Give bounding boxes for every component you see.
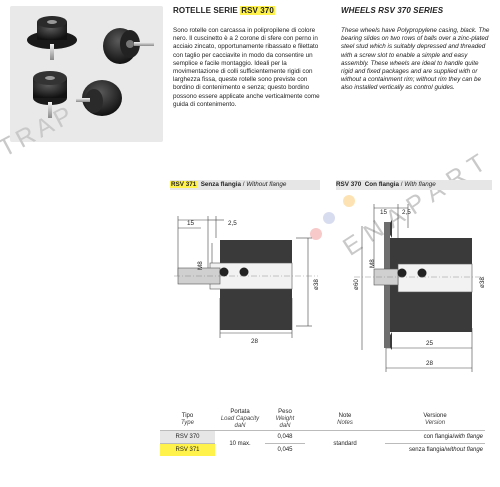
right-dim-length: 28: [426, 360, 434, 367]
section-rsv371-code: RSV 371: [170, 181, 198, 188]
description-it: Sono rotelle con carcassa in polipropile…: [173, 27, 320, 108]
product-photo: [10, 6, 163, 142]
row2-version-en: without flange: [445, 447, 483, 453]
col-load-unit: daN: [234, 423, 246, 429]
row1-version: con flangia/with flange: [385, 430, 485, 444]
title-en: WHEELS RSV 370 SERIES: [341, 6, 444, 15]
right-dim-outer-diameter: ø60: [353, 279, 360, 290]
right-dim-diameter: ø38: [479, 277, 486, 288]
drawing-rsv370: 15 2,5 M8 ø60 ø38 25 28: [353, 204, 486, 372]
right-dim-a: 15: [380, 209, 388, 216]
row2-version: senza flangia/without flange: [385, 443, 485, 456]
col-notes-en: Notes: [337, 419, 353, 426]
table-row: RSV 371 0,045 senza flangia/without flan…: [160, 443, 485, 456]
section-header-rsv371: RSV 371 Senza flangia / Without flange: [170, 180, 320, 190]
left-dim-diameter: ø38: [313, 279, 320, 290]
description-en: These wheels have Polypropylene casing, …: [341, 27, 490, 92]
title-it: ROTELLE SERIE RSV 370: [173, 6, 275, 15]
row1-weight: 0,048: [265, 430, 305, 444]
wheels-photo-illustration: [27, 16, 154, 118]
left-dim-b: 2,5: [228, 220, 237, 227]
col-load-it: Portata: [230, 409, 250, 415]
row1-version-en: with flange: [454, 434, 483, 440]
watermark-dot-red: [310, 228, 322, 240]
row1-version-it: con flangia: [423, 434, 453, 440]
col-version-en: Version: [424, 419, 446, 426]
col-type-en: Type: [181, 419, 194, 426]
watermark-dot-orange: [343, 195, 355, 207]
col-type-it: Tipo: [181, 412, 194, 419]
right-dim-inner-length: 25: [426, 340, 434, 347]
right-dim-b: 2,5: [402, 209, 411, 216]
section-rsv371-en: Without flange: [246, 181, 287, 188]
row2-weight: 0,045: [265, 443, 305, 456]
col-weight-unit: daN: [279, 423, 291, 429]
col-load-en: Load Capacity: [220, 416, 260, 422]
table-row: RSV 370 10 max. 0,048 standard con flang…: [160, 430, 485, 456]
col-notes-it: Note: [338, 412, 352, 419]
row-notes: standard: [305, 430, 385, 456]
watermark-dot-blue: [323, 212, 335, 224]
row1-type: RSV 370: [160, 430, 215, 444]
row2-type: RSV 371: [160, 443, 215, 456]
section-header-rsv370: RSV 370 Con flangia / With flange: [336, 180, 492, 190]
section-rsv371-it: Senza flangia: [200, 181, 241, 188]
right-dim-thread: M8: [369, 259, 376, 268]
left-dim-thread: M8: [197, 261, 204, 270]
col-version-it: Versione: [423, 412, 447, 419]
section-rsv370-code: RSV 370: [336, 181, 362, 188]
title-it-prefix: ROTELLE SERIE: [173, 6, 241, 15]
title-it-code: RSV 370: [240, 6, 275, 15]
col-weight-it: Peso: [278, 409, 292, 415]
row-load: 10 max.: [215, 430, 265, 456]
left-dim-length: 28: [251, 338, 259, 345]
section-rsv370-en: With flange: [404, 181, 436, 188]
col-weight-en: Weight: [275, 416, 295, 422]
left-dim-a: 15: [187, 220, 195, 227]
section-rsv370-it: Con flangia: [364, 181, 399, 188]
drawing-rsv371: 15 2,5 M8 ø38 28: [174, 216, 320, 345]
row2-version-it: senza flangia: [408, 447, 445, 453]
